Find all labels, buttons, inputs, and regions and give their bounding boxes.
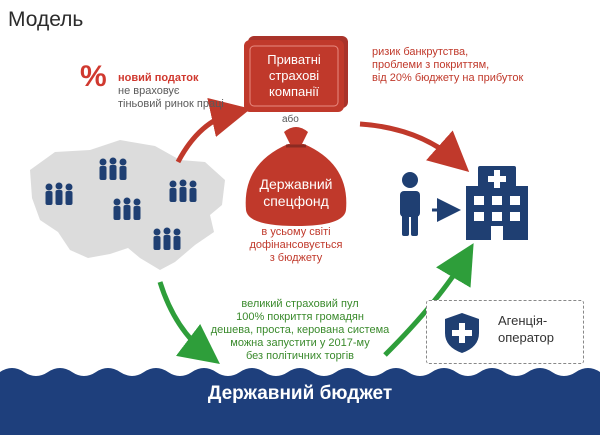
budget-label: Державний бюджет [207,383,393,404]
percent-icon: % [80,60,107,93]
insurers-box-icon [244,36,348,112]
fund-label: Державний спецфонд [259,176,333,209]
pool-note: великий страховий пул 100% покриття гром… [210,298,390,362]
arrow-map-to-pool [157,281,220,365]
arrow-map-to-insurers [175,97,251,164]
or-label: або [282,114,299,125]
risk-note: ризик банкрутства, проблеми з покриттям,… [372,46,524,84]
finance-note: в усьому світі дофінансовується з бюджет… [249,226,343,264]
agency-label: Агенція- оператор [498,313,554,345]
insurers-label: Приватні страхові компанії [267,52,321,99]
shield-icon [445,313,479,353]
person-icon [400,172,420,236]
money-bag-icon [245,127,347,226]
water-wave [0,368,600,435]
arrow-insurers-to-hospital [359,121,470,172]
hospital-icon [466,166,528,240]
people-group-icon [45,157,197,250]
page-title: Модель [8,8,84,31]
